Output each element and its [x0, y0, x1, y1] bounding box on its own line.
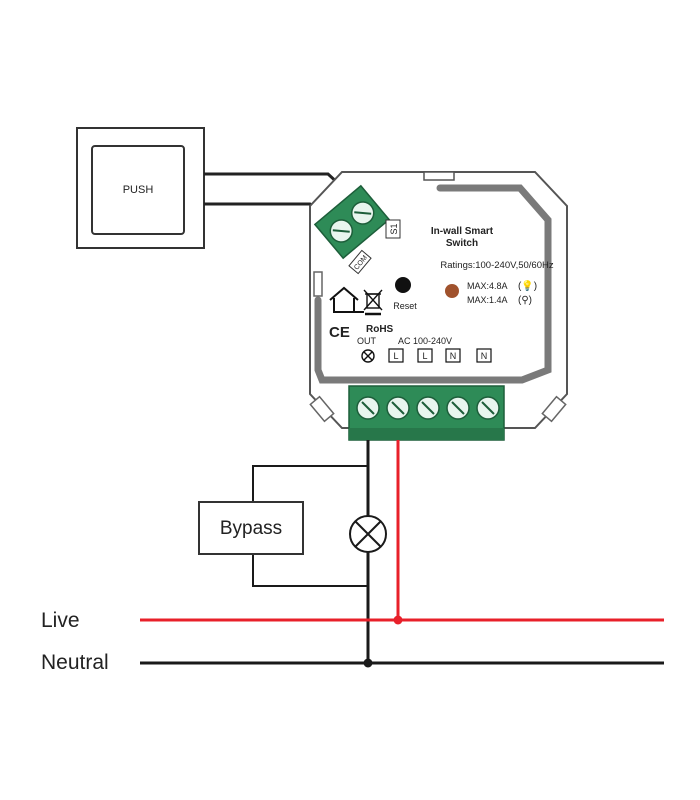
out-label: OUT: [357, 336, 377, 346]
weee-bin-icon: [363, 289, 383, 316]
live-label: Live: [41, 609, 80, 632]
push-switch: PUSH: [76, 127, 205, 249]
rohs-mark: RoHS: [366, 324, 394, 335]
terminal-label: L: [422, 351, 427, 361]
s1-tag: S1: [385, 219, 401, 239]
bypass-module: Bypass: [198, 501, 304, 555]
status-indicator: [445, 284, 459, 298]
input-terminal-body: [313, 184, 391, 260]
latch-bottom-right: [541, 395, 567, 423]
terminal-label: N: [450, 351, 457, 361]
bypass-box: [198, 501, 304, 555]
lamp-icon: [349, 515, 387, 553]
side-clip: [313, 271, 323, 297]
module-title-line1: In-wall Smart: [431, 226, 494, 237]
mains-lines: Live Neutral: [41, 609, 664, 674]
module-title-line2: Switch: [446, 238, 478, 249]
push-button: [91, 145, 185, 235]
output-terminal-screws: [356, 396, 500, 420]
terminal-label: L: [393, 351, 398, 361]
max-bulb-text: MAX:4.8A: [467, 281, 508, 291]
bypass-label: Bypass: [220, 518, 282, 539]
module-housing: [309, 171, 568, 429]
ratings-text: Ratings:100-240V,50/60Hz: [440, 260, 553, 271]
live-junction: [393, 615, 403, 625]
neutral-junction: [363, 658, 373, 668]
led-icon: (⚲): [518, 295, 532, 306]
reset-label: Reset: [393, 301, 417, 311]
push-label: PUSH: [123, 184, 154, 196]
terminal-label: N: [481, 351, 488, 361]
max-led-text: MAX:1.4A: [467, 295, 508, 305]
s1-label: S1: [389, 223, 399, 234]
input-terminal-block: [313, 184, 391, 260]
module-notch: [423, 171, 455, 181]
out-lamp-icon: [361, 349, 375, 363]
latch-bottom-left: [309, 395, 335, 423]
neutral-label: Neutral: [41, 651, 109, 674]
ce-mark: CE: [329, 324, 350, 341]
bypass-wire-top: [252, 465, 368, 502]
smart-switch-module: S1 COM In-wall Smart Switch Ratings:100-…: [309, 171, 568, 441]
terminal-labels: L L N N: [388, 348, 492, 363]
bypass-wire-bottom: [252, 554, 368, 587]
ac-label: AC 100-240V: [398, 336, 452, 346]
bulb-icon: (💡): [518, 279, 537, 292]
module-bevel: [314, 184, 552, 384]
reset-button[interactable]: [395, 277, 411, 293]
indoor-use-icon: [329, 286, 364, 313]
